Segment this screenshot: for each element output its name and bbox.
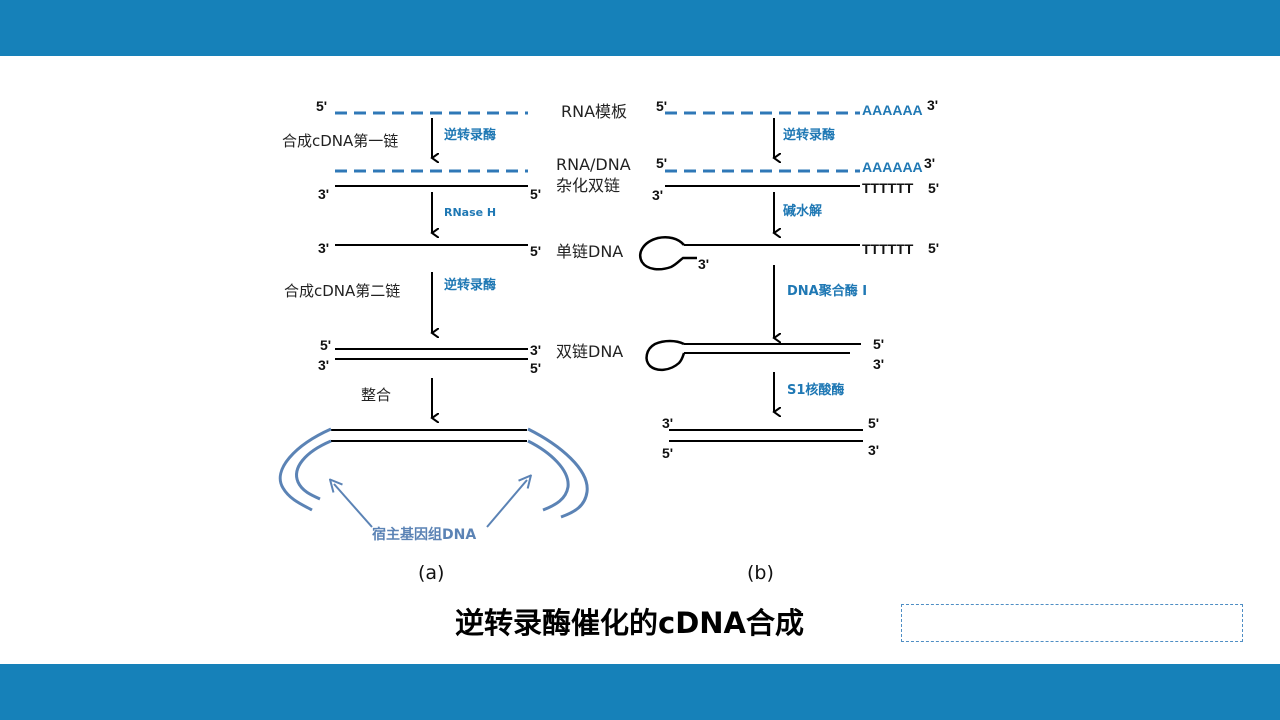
b-ss-5-end: 5' [928, 240, 940, 256]
a-enzyme-rt-2: 逆转录酶 [444, 278, 497, 293]
panel-a-caption: (a) [418, 562, 445, 584]
a-hybrid-3-end: 3' [318, 186, 330, 202]
b-hairpin-loop-ss [639, 236, 697, 271]
b-hybrid-poly-t: TTTTTT [862, 180, 914, 196]
host-dna-left-inner [295, 439, 332, 501]
b-enzyme-dna-pol-i: DNA聚合酶 I [787, 284, 868, 299]
host-dna-left-outer [278, 427, 332, 512]
host-arrow-right [486, 480, 527, 528]
b-hybrid-poly-a: AAAAAA [862, 159, 923, 175]
b-final-bottom-5-end: 5' [662, 445, 674, 461]
b-final-bottom-3-end: 3' [868, 442, 880, 458]
b-hybrid-5-end: 5' [656, 155, 668, 171]
b-ds-5-end: 5' [873, 336, 885, 352]
bottom-banner [0, 664, 1280, 720]
b-final-top-5-end: 5' [868, 415, 880, 431]
host-dna-right-inner [527, 439, 570, 512]
a-hybrid-5-end: 5' [530, 186, 542, 202]
label-hybrid-duplex: 杂化双链 [556, 176, 621, 195]
label-single-strand-dna: 单链DNA [556, 242, 624, 261]
host-arrow-left [334, 484, 373, 528]
b-enzyme-s1-nuclease: S1核酸酶 [787, 383, 845, 398]
a-enzyme-rnase-h: RNase H [444, 206, 497, 219]
a-rna-5-end: 5' [316, 98, 328, 114]
b-final-top-3-end: 3' [662, 415, 674, 431]
a-step-first-strand: 合成cDNA第一链 [282, 132, 399, 150]
label-double-strand-dna: 双链DNA [556, 342, 624, 361]
b-ss-poly-t: TTTTTT [862, 241, 914, 257]
host-dna-right-outer [527, 427, 589, 519]
a-ds-top-3-end: 3' [530, 342, 542, 358]
b-ds-3-end: 3' [873, 356, 885, 372]
a-ss-5-end: 5' [530, 243, 542, 259]
b-hairpin-3-end: 3' [698, 256, 710, 272]
a-ds-bottom-3-end: 3' [318, 357, 330, 373]
b-rna-5-end: 5' [656, 98, 668, 114]
b-poly-a-tail: AAAAAA [862, 102, 923, 118]
b-rna-3-end: 3' [927, 97, 939, 113]
b-hybrid-3-end: 3' [924, 155, 936, 171]
b-enzyme-alkaline-hydrolysis: 碱水解 [783, 204, 823, 219]
host-genome-label: 宿主基因组DNA [372, 527, 477, 543]
a-step-second-strand: 合成cDNA第二链 [284, 282, 401, 300]
b-hybrid-dna-3-end: 3' [652, 187, 664, 203]
b-hybrid-dna-5-end: 5' [928, 180, 940, 196]
b-hairpin-loop-ds [645, 339, 686, 372]
a-enzyme-rt-1: 逆转录酶 [444, 128, 497, 143]
a-ss-3-end: 3' [318, 240, 330, 256]
label-rna-template: RNA模板 [561, 102, 628, 121]
a-step-integration: 整合 [361, 386, 392, 404]
b-enzyme-rt: 逆转录酶 [783, 128, 836, 143]
empty-text-box[interactable] [901, 604, 1243, 642]
a-ds-bottom-5-end: 5' [530, 360, 542, 376]
top-banner [0, 0, 1280, 56]
label-rna-dna: RNA/DNA [556, 155, 631, 174]
slide-title: 逆转录酶催化的cDNA合成 [455, 606, 804, 640]
panel-b-caption: (b) [747, 562, 774, 584]
a-ds-top-5-end: 5' [320, 337, 332, 353]
